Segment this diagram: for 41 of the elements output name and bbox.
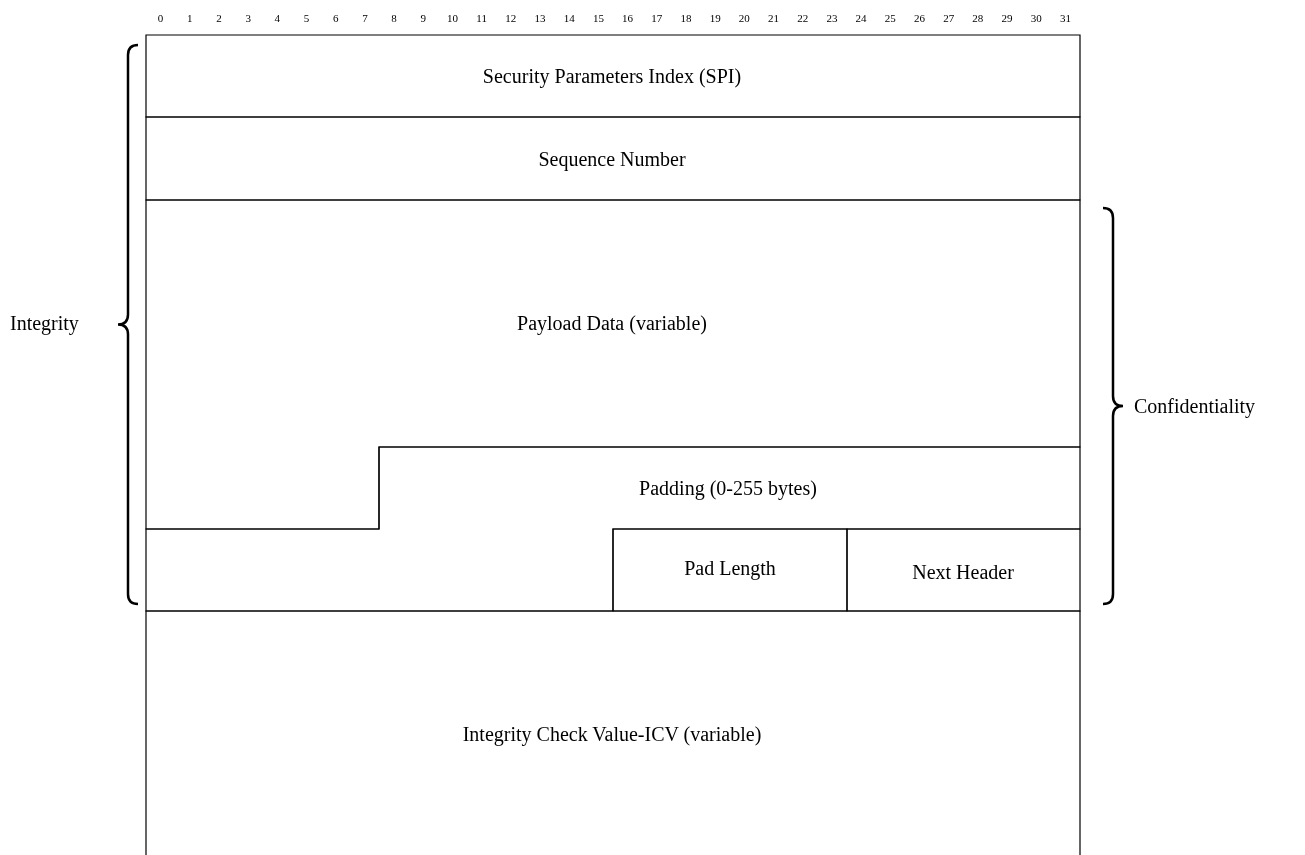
bit-number: 28 <box>972 12 984 24</box>
bit-number: 16 <box>622 12 634 24</box>
bit-number: 17 <box>651 12 663 24</box>
brace-label: Integrity <box>10 311 79 335</box>
bit-number: 1 <box>187 12 193 24</box>
bit-number: 0 <box>157 12 164 24</box>
bit-number: 5 <box>303 12 310 24</box>
bit-number: 14 <box>563 12 575 24</box>
bit-number: 4 <box>274 12 281 24</box>
field-label: Padding (0-255 bytes) <box>639 476 817 500</box>
brace-label: Confidentiality <box>1134 394 1256 418</box>
bit-number: 31 <box>1059 12 1071 24</box>
bit-number: 21 <box>768 12 780 24</box>
bit-number: 25 <box>884 12 896 24</box>
field-label: Security Parameters Index (SPI) <box>482 64 742 88</box>
bit-number: 3 <box>245 12 251 24</box>
bit-number: 13 <box>534 12 546 24</box>
bit-number: 30 <box>1030 12 1042 24</box>
bit-number: 2 <box>216 12 222 24</box>
bit-number: 11 <box>476 12 487 24</box>
bit-number: 7 <box>362 12 368 24</box>
bit-number: 27 <box>943 12 955 24</box>
bit-number: 19 <box>709 12 721 24</box>
bit-number: 20 <box>738 12 750 24</box>
bit-number: 23 <box>826 12 838 24</box>
bit-number: 8 <box>391 12 397 24</box>
bit-number: 15 <box>592 12 604 24</box>
bit-number: 9 <box>420 12 427 24</box>
field-label: Payload Data (variable) <box>517 311 707 335</box>
bit-number: 22 <box>797 12 809 24</box>
field-label: Integrity Check Value-ICV (variable) <box>462 722 762 746</box>
field-label: Sequence Number <box>538 147 686 171</box>
bit-number: 6 <box>332 12 339 24</box>
bit-number: 12 <box>505 12 517 24</box>
field-label: Pad Length <box>684 556 776 580</box>
bit-number: 29 <box>1001 12 1013 24</box>
bit-number: 24 <box>855 12 867 24</box>
bit-number: 26 <box>913 12 925 24</box>
bit-number: 10 <box>446 12 458 24</box>
bit-number: 18 <box>680 12 692 24</box>
field-label: Next Header <box>912 560 1014 584</box>
